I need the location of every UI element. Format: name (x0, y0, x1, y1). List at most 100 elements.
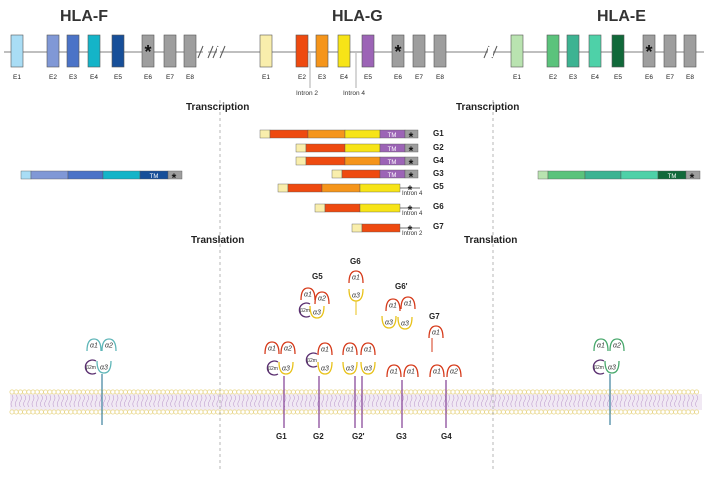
g3-alpha1-a-loop (386, 364, 402, 378)
transcript-g5-seg-2 (321, 183, 361, 193)
g1-alpha2-loop (280, 341, 296, 355)
hla_e-exon-5 (611, 34, 625, 68)
hla-e-title: HLA-E (597, 8, 646, 25)
transcript-g1-tm-label: TM (388, 133, 397, 139)
hla_g-exon-label-2: E2 (298, 74, 306, 81)
g1-alpha1-label: α1 (268, 346, 276, 353)
transcript-label-g7: G7 (433, 222, 444, 231)
transcript-g2-stop: * (409, 144, 414, 158)
hla_g-stop-codon: * (394, 42, 401, 62)
g1-alpha1-loop (264, 341, 280, 355)
transcript-g1-seg-3 (344, 129, 381, 139)
g7-alpha1-loop (428, 325, 444, 339)
g1-alpha2: α2 (280, 341, 296, 355)
hla-e-alpha3-label: α3 (608, 365, 616, 372)
transcript-g7 (351, 223, 401, 233)
g3-alpha1-a: α1 (386, 364, 402, 378)
hla-f-b2m: β2m (84, 359, 97, 375)
transcription-heading-right: Transcription (456, 102, 520, 113)
hla-g-intron-2-label: Intron 2 (296, 90, 319, 97)
transcript-g3-seg-0 (331, 169, 343, 179)
hla_e-exon-label-2: E2 (549, 74, 557, 81)
transcript-hla-f-stop: * (172, 171, 177, 185)
hla-g-intron-4-label: Intron 4 (343, 90, 366, 97)
transcript-g1-seg-1 (269, 129, 309, 139)
protein-label-g1: G1 (276, 432, 287, 441)
transcript-g7-seg-1 (361, 223, 401, 233)
hla-f-alpha1: α1 (86, 338, 102, 352)
hla_e-exon-label-6: E6 (645, 74, 653, 81)
hla_g-exon-label-8: E8 (436, 74, 444, 81)
g7-alpha1: α1 (428, 325, 444, 339)
g4-alpha1-label: α1 (433, 369, 441, 376)
hla_g-exon-label-1: E1 (262, 74, 270, 81)
transcript-g5-seg-1 (287, 183, 323, 193)
hla_f-exon-label-5: E5 (114, 74, 122, 81)
hla-e-alpha1-label: α1 (597, 343, 605, 350)
hla_f-exon-2 (46, 34, 60, 68)
g6p-alpha3-a-loop (381, 315, 397, 329)
hla_g-exon-6 (391, 34, 405, 68)
g6-alpha1: α1 (348, 270, 364, 284)
transcript-g3 (331, 169, 419, 179)
transcript-g4-seg-1 (305, 156, 346, 166)
transcript-label-g4: G4 (433, 156, 444, 165)
hla-f-alpha2-label: α2 (105, 343, 113, 350)
g2-alpha3-loop (317, 361, 333, 375)
g2-b2m-loop (305, 352, 318, 368)
transcript-hla-e-seg-0 (537, 170, 549, 180)
hla_e-exon-label-8: E8 (686, 74, 694, 81)
hla-e-alpha2-label: α2 (613, 343, 621, 350)
transcript-g5-seg-0 (277, 183, 289, 193)
hla_e-exon-7 (663, 34, 677, 68)
hla_g-exon-4 (337, 34, 351, 68)
hla_f-exon-label-6: E6 (144, 74, 152, 81)
g2-b2m: β2m (305, 352, 318, 368)
hla_f-exon-label-2: E2 (49, 74, 57, 81)
section-dividers (219, 100, 494, 470)
hla-e-alpha2-loop (609, 338, 625, 352)
g5-alpha3-label: α3 (313, 310, 321, 317)
g2p-alpha3-a: α3 (342, 361, 358, 375)
g2p-alpha1-a: α1 (342, 342, 358, 356)
g1-alpha3-label: α3 (282, 366, 290, 373)
hla_g-exon-label-4: E4 (340, 74, 348, 81)
transcript-g5-intron-label: Intron 4 (402, 191, 423, 197)
g2p-alpha3-a-label: α3 (346, 366, 354, 373)
transcript-hla-e-stop: * (690, 171, 695, 185)
hla_f-exon-6 (141, 34, 155, 68)
transcript-g4 (295, 156, 419, 166)
g6p-alpha1-b-loop (400, 296, 416, 310)
transcript-g7-stop: * (408, 223, 413, 237)
hla_f-exon-8 (183, 34, 197, 68)
transcript-g3-seg-1 (341, 169, 381, 179)
hla-g-title: HLA-G (332, 8, 383, 25)
hla_e-exon-label-4: E4 (591, 74, 599, 81)
g5-b2m-label: β2m (300, 308, 310, 314)
g6p-alpha3-a: α3 (381, 315, 397, 329)
g4-alpha1-loop (429, 364, 445, 378)
g5-alpha2-label: α2 (318, 296, 326, 303)
transcript-g5-stop: * (408, 183, 413, 197)
transcript-hla-f-tm-label: TM (150, 174, 159, 180)
g5-alpha1-label: α1 (304, 292, 312, 299)
hla-f-alpha2-loop (101, 338, 117, 352)
transcript-hla-e (537, 170, 701, 180)
g2p-alpha3-b: α3 (360, 361, 376, 375)
transcript-hla-e-tm-label: TM (668, 174, 677, 180)
hla-e-b2m: β2m (592, 359, 605, 375)
hla_g-exon-7 (412, 34, 426, 68)
g4-alpha2-loop (446, 364, 462, 378)
g3-alpha1-b-loop (403, 364, 419, 378)
transcript-isoforms: TM*TM*TM*TM****TM*TM* (20, 129, 701, 237)
transcript-g4-seg-4 (404, 156, 419, 166)
hla_e-exon-8 (683, 34, 697, 68)
g6-alpha3: α3 (348, 288, 364, 302)
protein-label-g5: G5 (312, 272, 323, 281)
hla_f-stop-codon: * (144, 42, 151, 62)
g2-alpha1: α1 (317, 342, 333, 356)
transcript-label-g3: G3 (433, 169, 444, 178)
transcript-g6-stop: * (408, 203, 413, 217)
transcript-hla-e-seg-5 (685, 170, 701, 180)
g2-alpha1-label: α1 (321, 347, 329, 354)
